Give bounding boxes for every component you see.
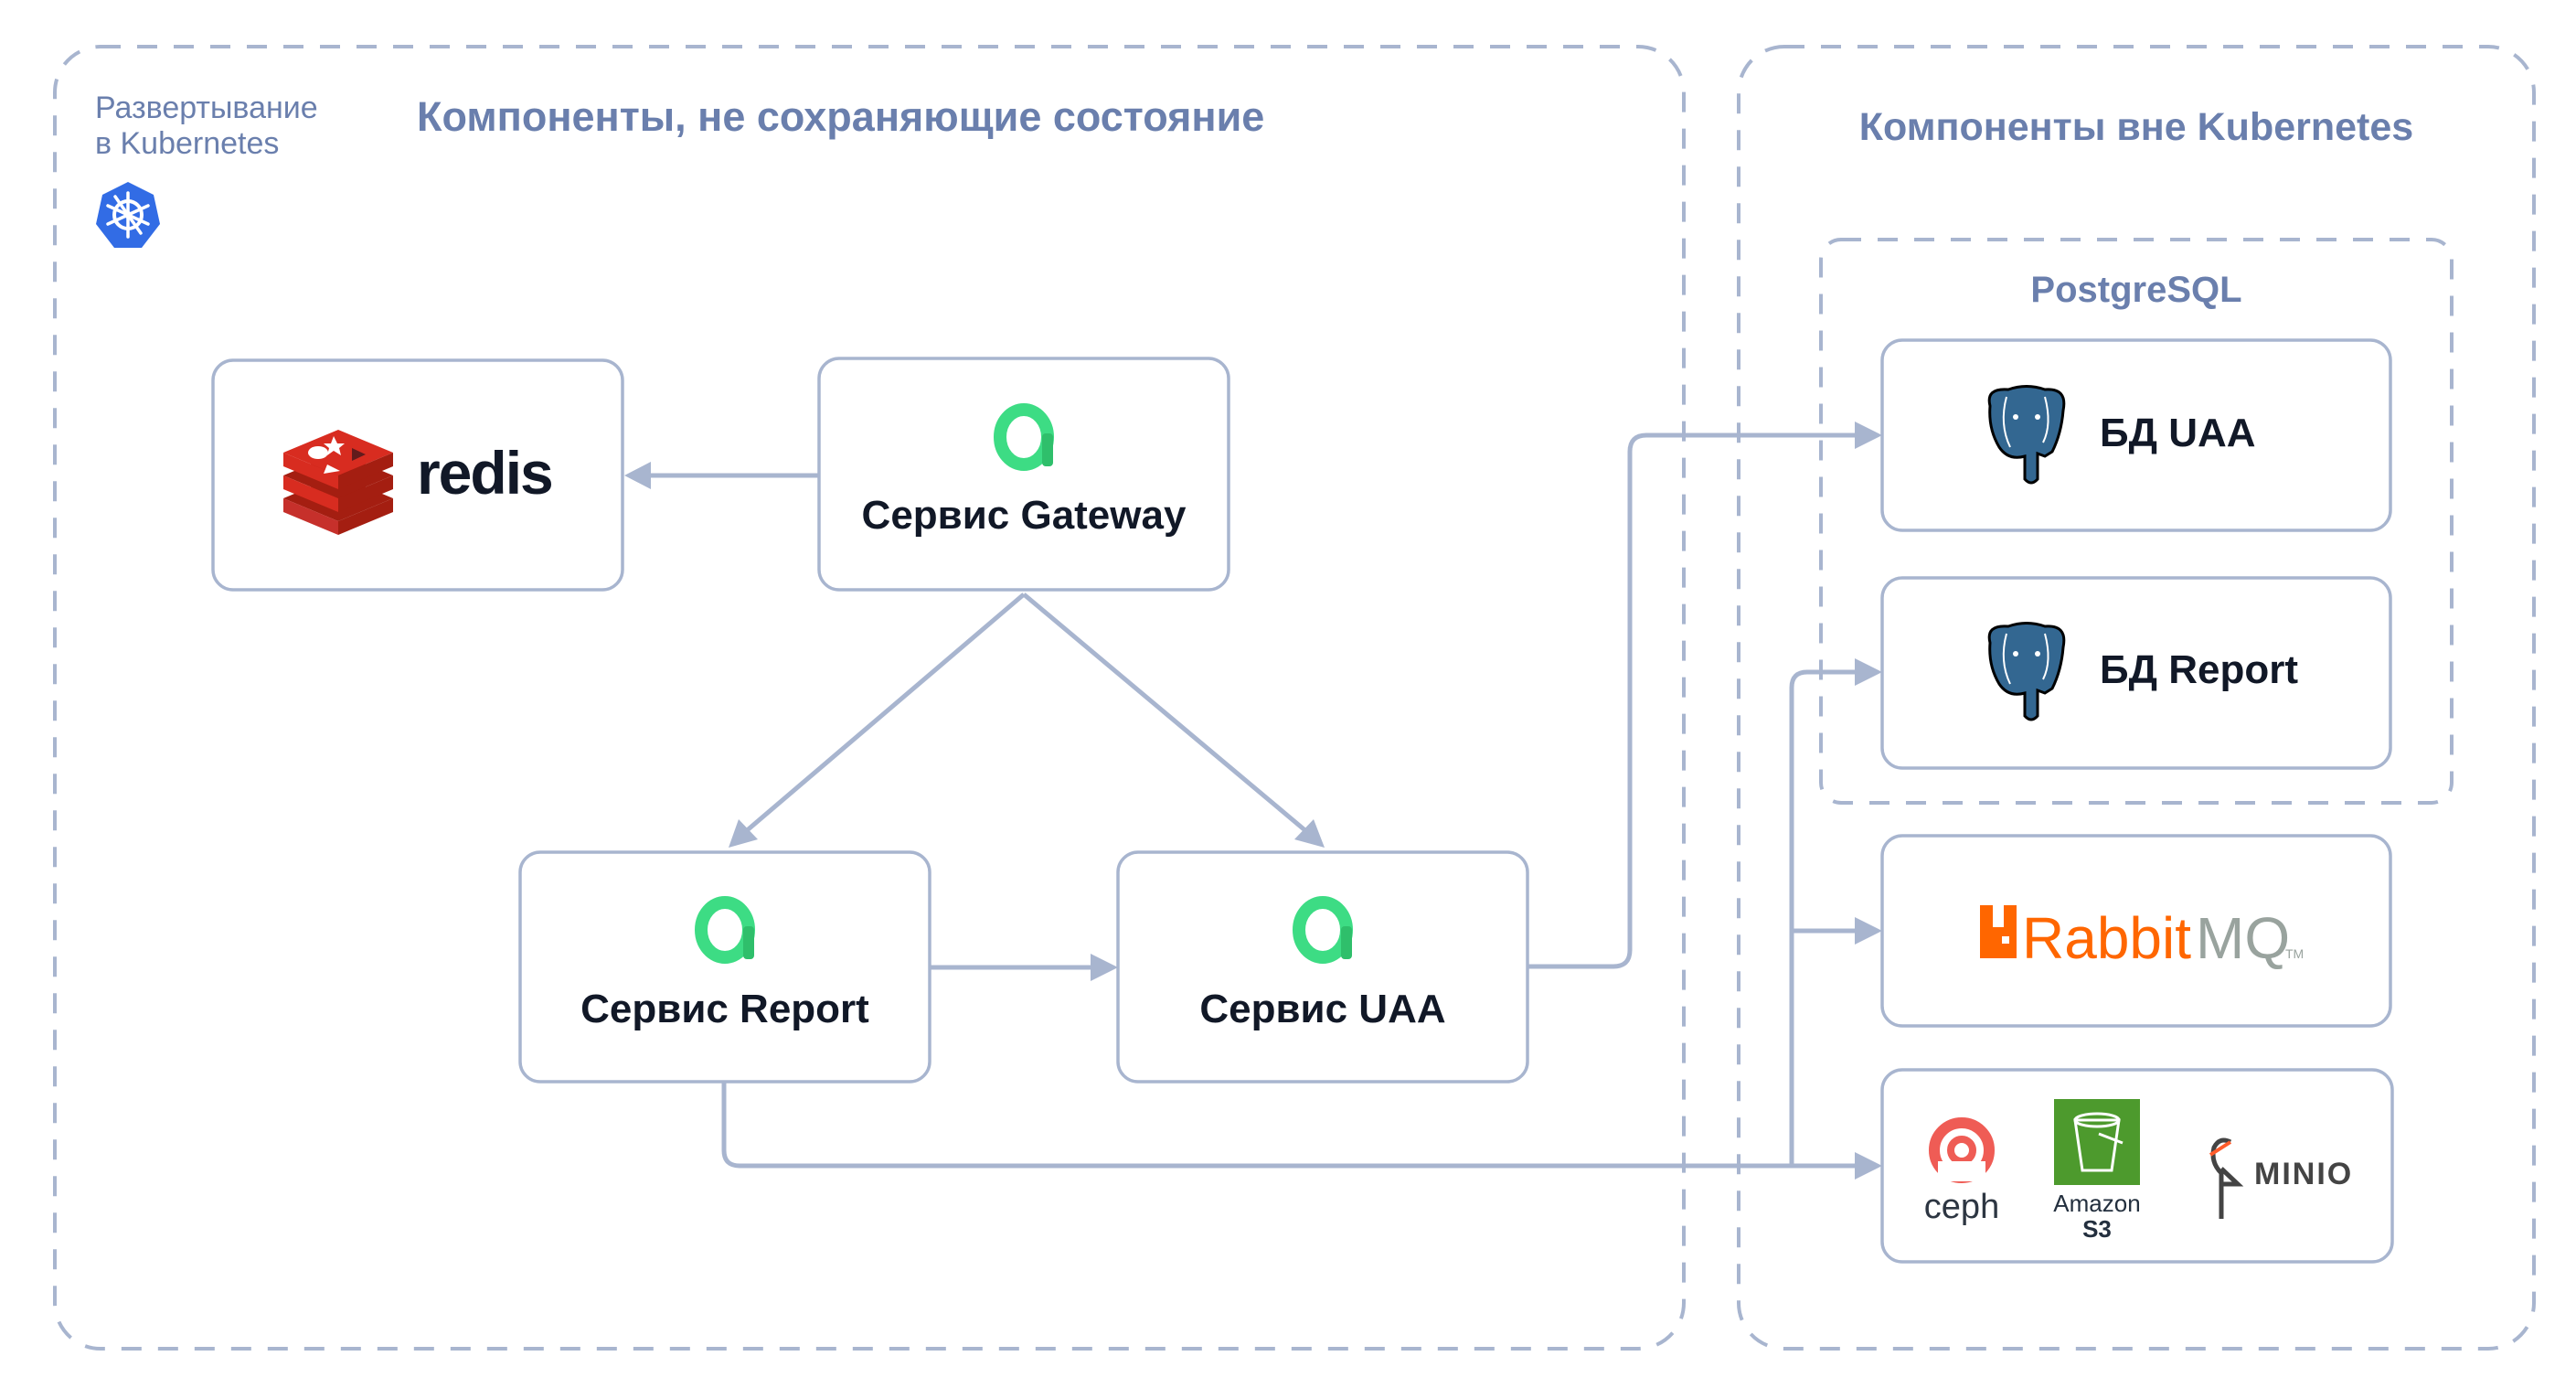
arrowhead — [729, 819, 758, 848]
arrowhead — [1855, 658, 1882, 686]
db-report-label: БД Report — [2100, 647, 2298, 692]
edge-gateway-uaa — [1022, 593, 1309, 834]
kubernetes-label-line1: Развертывание — [95, 91, 318, 125]
postgresql-icon — [1987, 385, 2066, 485]
postgresql-title: PostgreSQL — [2030, 270, 2241, 310]
amazon-s3-icon — [2054, 1099, 2140, 1185]
minio-label: MINIO — [2254, 1157, 2353, 1191]
redis-label: redis — [417, 439, 552, 507]
postgresql-icon — [1987, 622, 2066, 721]
arrowhead — [1091, 954, 1118, 981]
service-a-icon — [695, 896, 755, 964]
stateless-components-title: Компоненты, не сохраняющие состояние — [417, 93, 1264, 140]
rabbitmq-icon — [1980, 905, 2017, 958]
ceph-icon — [1929, 1117, 1995, 1183]
external-components-title: Компоненты вне Kubernetes — [1859, 105, 2413, 149]
uaa-node[interactable]: Сервис UAA — [1116, 850, 1529, 1084]
external-components-group — [1737, 45, 2536, 1351]
edge-report-db-report — [1789, 669, 1856, 1166]
edges — [624, 422, 1882, 1180]
rabbitmq-label-suffix: MQ — [2196, 905, 2290, 971]
db-report-node[interactable]: БД Report — [1880, 576, 2392, 770]
gateway-label: Сервис Gateway — [862, 493, 1187, 538]
rabbitmq-node[interactable]: Rabbit MQ TM — [1880, 834, 2392, 1028]
arrowhead — [1855, 917, 1882, 945]
uaa-label: Сервис UAA — [1199, 987, 1445, 1031]
rabbitmq-label-main: Rabbit — [2022, 905, 2191, 971]
edge-gateway-report — [743, 593, 1026, 834]
minio-icon — [2209, 1137, 2244, 1219]
service-a-icon — [994, 403, 1054, 471]
redis-node[interactable]: redis — [211, 358, 624, 592]
kubernetes-label-line2: в Kubernetes — [95, 126, 279, 161]
report-label: Сервис Report — [580, 987, 869, 1031]
ceph-label: ceph — [1924, 1188, 1999, 1226]
object-storage-node[interactable]: ceph Amazon S3 MINIO — [1880, 1068, 2394, 1264]
arrowhead — [1855, 1152, 1882, 1180]
arrowhead — [1855, 422, 1882, 449]
amazon-s3-label-line2: S3 — [2082, 1215, 2112, 1243]
arrowhead — [624, 462, 651, 489]
edge-uaa-db-uaa — [1528, 432, 1856, 969]
amazon-s3-label-line1: Amazon — [2053, 1190, 2140, 1217]
postgresql-group — [1819, 238, 2454, 805]
redis-icon — [283, 430, 393, 535]
db-uaa-label: БД UAA — [2100, 411, 2256, 455]
rabbitmq-trademark: TM — [2285, 946, 2304, 961]
db-uaa-node[interactable]: БД UAA — [1880, 338, 2392, 532]
kubernetes-icon — [96, 182, 160, 248]
report-node[interactable]: Сервис Report — [518, 850, 931, 1084]
arrowhead — [1294, 819, 1325, 848]
gateway-node[interactable]: Сервис Gateway — [817, 357, 1230, 592]
edge-report-storage — [721, 1082, 1856, 1169]
kubernetes-deployment-group — [53, 45, 1686, 1351]
service-a-icon — [1293, 896, 1353, 964]
